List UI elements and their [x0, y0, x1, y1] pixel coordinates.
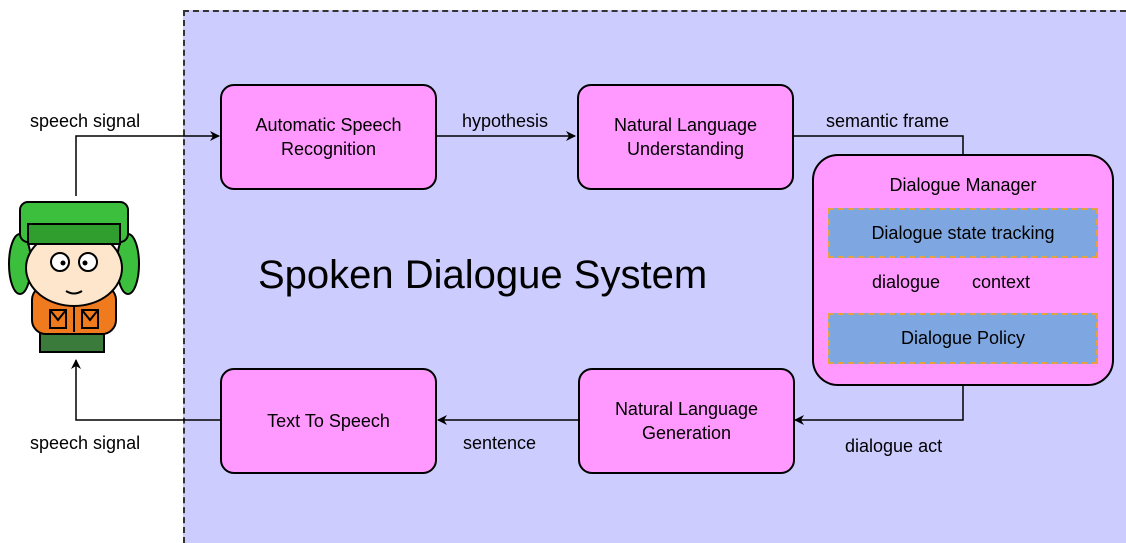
system-title: Spoken Dialogue System — [258, 253, 708, 297]
tts-node: Text To Speech — [220, 368, 437, 474]
edge-label-dialogue-act: dialogue act — [845, 436, 943, 456]
user-character — [8, 201, 140, 353]
nlg-node: Natural Language Generation — [578, 368, 795, 474]
policy-node: Dialogue Policy — [828, 313, 1098, 364]
asr-node: Automatic Speech Recognition — [220, 84, 437, 190]
dialogue-manager-label: Dialogue Manager — [889, 175, 1037, 195]
nlg-label: Natural Language Generation — [614, 399, 759, 443]
edge-label-semantic-frame: semantic frame — [826, 111, 950, 131]
dst-node: Dialogue state tracking — [828, 208, 1098, 258]
edge-label-sentence: sentence — [463, 433, 537, 453]
edge-speech-out — [71, 359, 220, 421]
edge-label-speech-out: speech signal — [30, 433, 141, 453]
edge-label-hypothesis: hypothesis — [462, 111, 549, 131]
dst-label: Dialogue state tracking — [871, 222, 1055, 243]
asr-label: Automatic Speech Recognition — [255, 115, 402, 159]
nlu-label: Natural Language Understanding — [613, 115, 758, 159]
nlu-node: Natural Language Understanding — [577, 84, 794, 190]
edge-label-speech-in: speech signal — [30, 111, 141, 131]
edge-speech-in — [75, 131, 220, 196]
edge-label-context: context — [972, 272, 1031, 292]
tts-label: Text To Speech — [267, 411, 390, 431]
policy-label: Dialogue Policy — [900, 328, 1026, 348]
edge-label-dialogue: dialogue — [872, 272, 941, 292]
